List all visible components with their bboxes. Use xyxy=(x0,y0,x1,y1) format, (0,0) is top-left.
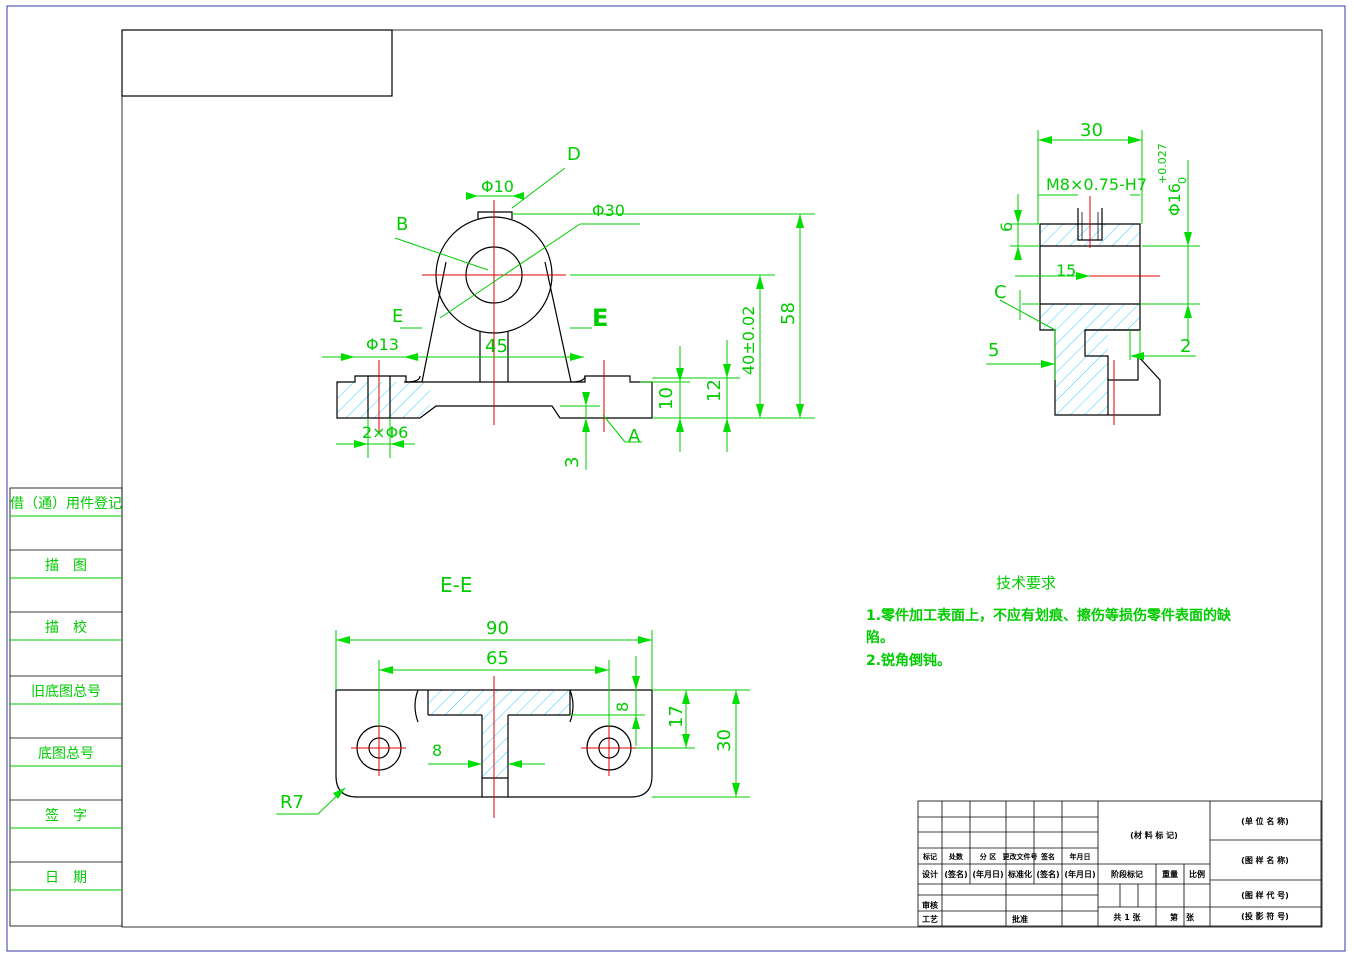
label-3: 3 xyxy=(562,457,583,468)
tb-hdr-3: 更改文件号 xyxy=(1003,852,1038,861)
section-label-8-web: 8 xyxy=(432,741,442,760)
section-label-r7: R7 xyxy=(280,792,304,813)
label-10: 10 xyxy=(656,387,677,410)
label-E-left: E xyxy=(392,306,403,327)
strip-item-1: 描 图 xyxy=(45,558,87,574)
side-label-thread: M8×0.75-H7 xyxy=(1046,175,1147,194)
tech-requirements: 技术要求 1.零件加工表面上，不应有划痕、擦伤等损伤零件表面的缺 陷。 2.锐角… xyxy=(866,574,1232,669)
inner-frame xyxy=(121,29,1323,928)
side-label-15: 15 xyxy=(1056,261,1076,280)
label-B: B xyxy=(396,214,408,235)
section-title: E-E xyxy=(440,573,473,597)
tb-proj: (投 影 符 号) xyxy=(1241,911,1289,921)
tb-scale: 比例 xyxy=(1189,869,1205,879)
tb-design-5: (年月日) xyxy=(1064,869,1095,879)
label-12: 12 xyxy=(704,379,725,402)
tb-weight: 重量 xyxy=(1162,869,1178,879)
tb-design-0: 设计 xyxy=(922,869,938,879)
tb-review: 审核 xyxy=(922,900,938,910)
tb-design-3: 标准化 xyxy=(1007,869,1032,879)
label-phi10: Φ10 xyxy=(481,177,514,196)
label-phi13: Φ13 xyxy=(366,335,399,354)
section-view: E-E xyxy=(276,573,750,818)
label-E-right: E xyxy=(592,304,608,332)
label-phi30: Φ30 xyxy=(592,201,625,220)
tb-sheet: 第 张 xyxy=(1170,912,1195,922)
side-label-tol-upper: +0.027 xyxy=(1156,143,1169,184)
strip-item-0: 借（通）用件登记 xyxy=(10,496,122,512)
section-label-90: 90 xyxy=(486,618,509,639)
tb-approve: 批准 xyxy=(1012,914,1028,924)
left-strip xyxy=(9,487,123,927)
tb-design-2: (年月日) xyxy=(972,869,1003,879)
side-label-C: C xyxy=(994,282,1007,303)
side-label-30: 30 xyxy=(1080,120,1103,141)
tb-name: (图 样 名 称) xyxy=(1241,855,1289,865)
section-label-17: 17 xyxy=(666,705,687,728)
label-45: 45 xyxy=(485,336,508,357)
tech-line1b: 陷。 xyxy=(866,629,894,646)
tech-line1: 1.零件加工表面上，不应有划痕、擦伤等损伤零件表面的缺 xyxy=(866,607,1232,624)
title-block: 标记 处数 分 区 更改文件号 签名 年月日 设计 (签名) (年月日) 标准化… xyxy=(917,800,1322,927)
label-A: A xyxy=(628,426,641,447)
outer-frame xyxy=(6,5,1346,952)
tb-total: 共 1 张 xyxy=(1113,912,1141,922)
tech-line2: 2.锐角倒钝。 xyxy=(866,652,951,669)
left-strip-text: 借（通）用件登记 描 图 描 校 旧底图总号 底图总号 签 字 日 期 xyxy=(10,496,122,886)
tb-design-1: (签名) xyxy=(944,869,967,879)
strip-item-5: 签 字 xyxy=(45,807,87,824)
tb-hdr-5: 年月日 xyxy=(1070,852,1091,861)
strip-item-6: 日 期 xyxy=(45,870,87,886)
tb-stage: 阶段标记 xyxy=(1111,869,1143,879)
tb-unit: (单 位 名 称) xyxy=(1241,816,1289,826)
front-view: Φ10 Φ30 D B E E A Φ13 45 2×Φ6 10 12 3 40… xyxy=(322,144,815,470)
side-label-5: 5 xyxy=(988,340,999,361)
strip-item-3: 旧底图总号 xyxy=(31,684,101,700)
side-label-6: 6 xyxy=(997,222,1016,232)
side-label-tol-lower: 0 xyxy=(1176,177,1189,184)
strip-item-4: 底图总号 xyxy=(38,746,94,762)
side-view: 30 M8×0.75-H7 Φ16 +0.027 0 6 15 C 5 2 xyxy=(986,120,1200,425)
tb-hdr-0: 标记 xyxy=(922,852,937,861)
side-label-phi16: Φ16 xyxy=(1165,183,1184,216)
tb-process: 工艺 xyxy=(922,914,938,924)
label-40: 40±0.02 xyxy=(739,306,758,375)
section-label-30: 30 xyxy=(714,729,735,752)
strip-item-2: 描 校 xyxy=(45,619,87,636)
label-holes: 2×Φ6 xyxy=(362,423,408,442)
tb-hdr-4: 签名 xyxy=(1040,852,1055,861)
tb-hdr-1: 处数 xyxy=(948,852,964,861)
section-label-8-top: 8 xyxy=(613,702,632,712)
corner-box xyxy=(121,29,393,97)
label-D: D xyxy=(567,144,581,165)
tb-hdr-2: 分 区 xyxy=(980,852,996,861)
tech-title: 技术要求 xyxy=(996,574,1056,592)
tb-code: (图 样 代 号) xyxy=(1241,890,1289,900)
tb-design-4: (签名) xyxy=(1036,869,1059,879)
side-label-2: 2 xyxy=(1180,336,1191,357)
label-58: 58 xyxy=(778,302,799,325)
section-label-65: 65 xyxy=(486,648,509,669)
tb-material: (材 料 标 记) xyxy=(1130,830,1178,840)
